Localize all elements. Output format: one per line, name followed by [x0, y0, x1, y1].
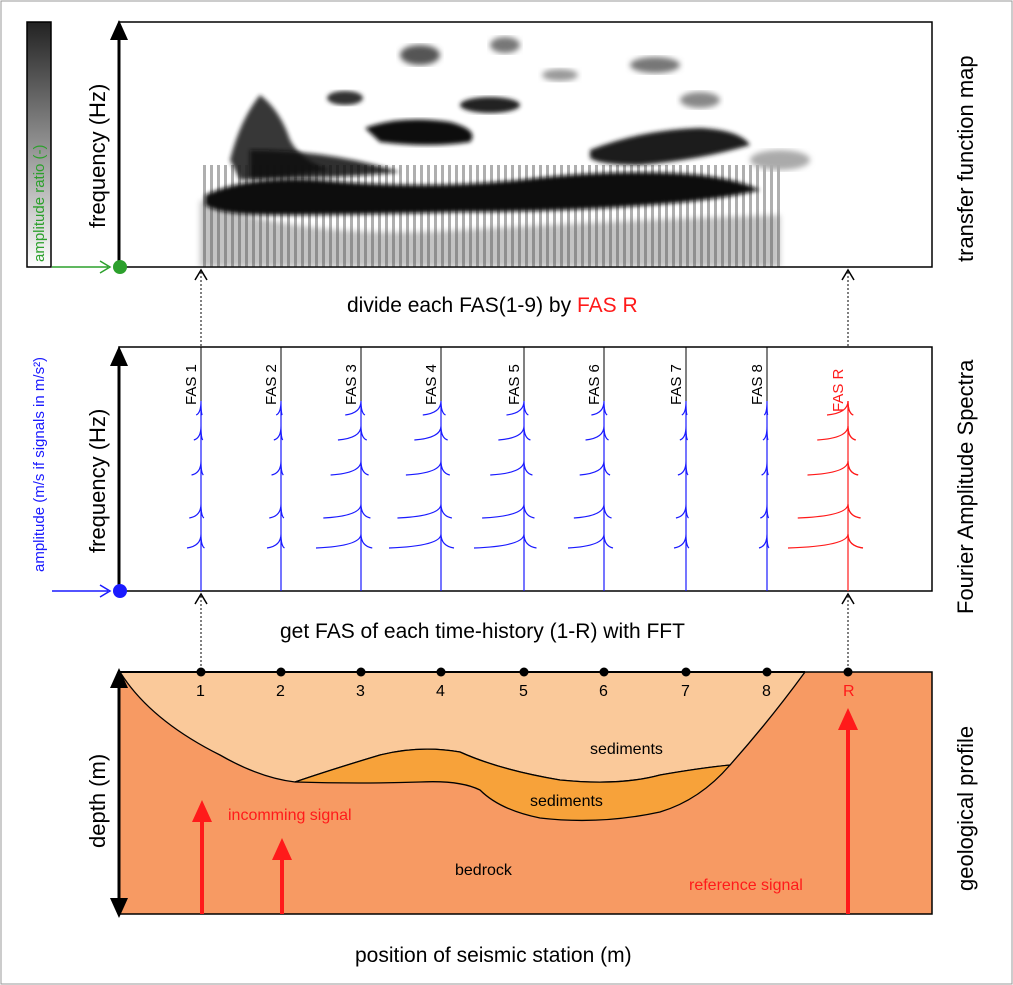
transfer-y-axis-arrow — [110, 20, 128, 40]
reference-arrowhead — [838, 708, 858, 730]
stations: 1 2 3 4 5 6 7 8 R — [196, 667, 855, 700]
green-origin-dot — [113, 260, 127, 274]
upper-sediments-label: sediments — [590, 741, 663, 758]
station-marker — [436, 667, 446, 677]
fas-spectrum — [266, 400, 285, 591]
fas-label: FAS 4 — [423, 364, 440, 405]
colorbar-label: amplitude ratio (-) — [31, 144, 48, 262]
station-label: 4 — [436, 683, 445, 700]
fas-columns: FAS 1 FAS 2 FAS 3 FAS 4 FAS 5 FAS 6 FAS 7 FAS 8… — [183, 347, 864, 591]
station-label: 8 — [762, 683, 771, 700]
station-label: 5 — [519, 683, 528, 700]
fas-label: FAS 1 — [183, 364, 200, 405]
fas-spectrum — [315, 400, 373, 591]
fas-label: FAS 7 — [668, 364, 685, 405]
lower-sediments-label: sediments — [530, 793, 603, 810]
fas-label: FAS 3 — [343, 364, 360, 405]
connectors — [194, 268, 855, 670]
station-marker — [519, 667, 529, 677]
incoming-arrowhead-2 — [272, 838, 292, 860]
incoming-arrowhead-1 — [192, 800, 212, 822]
fas-side-label: Fourier Amplitude Spectra — [953, 359, 978, 614]
station-label: 1 — [196, 683, 205, 700]
fas-y-axis-arrow — [110, 346, 128, 366]
blue-arrow-head — [99, 584, 112, 598]
bedrock-label: bedrock — [455, 862, 513, 879]
fas-label: FAS 6 — [586, 364, 603, 405]
station-label: 6 — [599, 683, 608, 700]
depth-axis-arrow-bottom — [110, 898, 128, 918]
fas-label: FAS 5 — [506, 364, 523, 405]
geology-panel: 1 2 3 4 5 6 7 8 R sediments sediments bedrock in… — [85, 667, 978, 918]
station-marker — [599, 667, 609, 677]
station-marker — [356, 667, 366, 677]
x-axis-caption: position of seismic station (m) — [355, 944, 632, 967]
divide-caption: divide each FAS(1-9) by FAS R — [347, 294, 638, 317]
colorbar — [26, 21, 52, 268]
fas-label: FAS 8 — [749, 364, 766, 405]
fas-label: FAS R — [830, 368, 847, 412]
fas-spectrum — [186, 400, 205, 591]
station-marker — [196, 667, 206, 677]
transfer-side-label: transfer function map — [953, 55, 978, 262]
geology-side-label: geological profile — [953, 726, 978, 891]
get-fas-caption: get FAS of each time-history (1-R) with … — [280, 620, 685, 643]
incoming-signal-label: incomming signal — [228, 807, 352, 824]
fas-spectrum — [567, 400, 614, 591]
reference-signal-label: reference signal — [689, 877, 803, 894]
fas-panel: FAS 1 FAS 2 FAS 3 FAS 4 FAS 5 FAS 6 FAS 7 FAS 8… — [31, 346, 978, 614]
depth-axis-arrow-top — [110, 668, 128, 688]
transfer-map-image — [200, 37, 810, 267]
green-arrow-head — [99, 260, 112, 274]
station-marker — [762, 667, 772, 677]
fas-spectrum — [758, 400, 770, 591]
fas-spectrum — [473, 400, 537, 591]
station-label: R — [843, 683, 855, 700]
depth-axis-label: depth (m) — [85, 754, 110, 848]
transfer-y-axis-label: frequency (Hz) — [85, 84, 110, 228]
fas-spectrum — [673, 400, 690, 591]
fas-y-axis-label: frequency (Hz) — [85, 409, 110, 553]
station-label: 7 — [681, 683, 690, 700]
transfer-function-panel: amplitude ratio (-) frequency ( — [26, 20, 978, 274]
amplitude-label: amplitude (m/s if signals in m/s²) — [31, 357, 48, 572]
station-marker — [843, 667, 853, 677]
blue-origin-dot — [113, 584, 127, 598]
station-marker — [681, 667, 691, 677]
station-label: 2 — [276, 683, 285, 700]
station-marker — [276, 667, 286, 677]
fas-label: FAS 2 — [263, 364, 280, 405]
lower-sediments-layer — [294, 748, 732, 822]
fas-spectrum — [388, 400, 455, 591]
divide-caption-text: divide each FAS(1-9) by — [347, 294, 577, 317]
station-label: 3 — [356, 683, 365, 700]
divide-caption-highlight: FAS R — [577, 294, 638, 317]
